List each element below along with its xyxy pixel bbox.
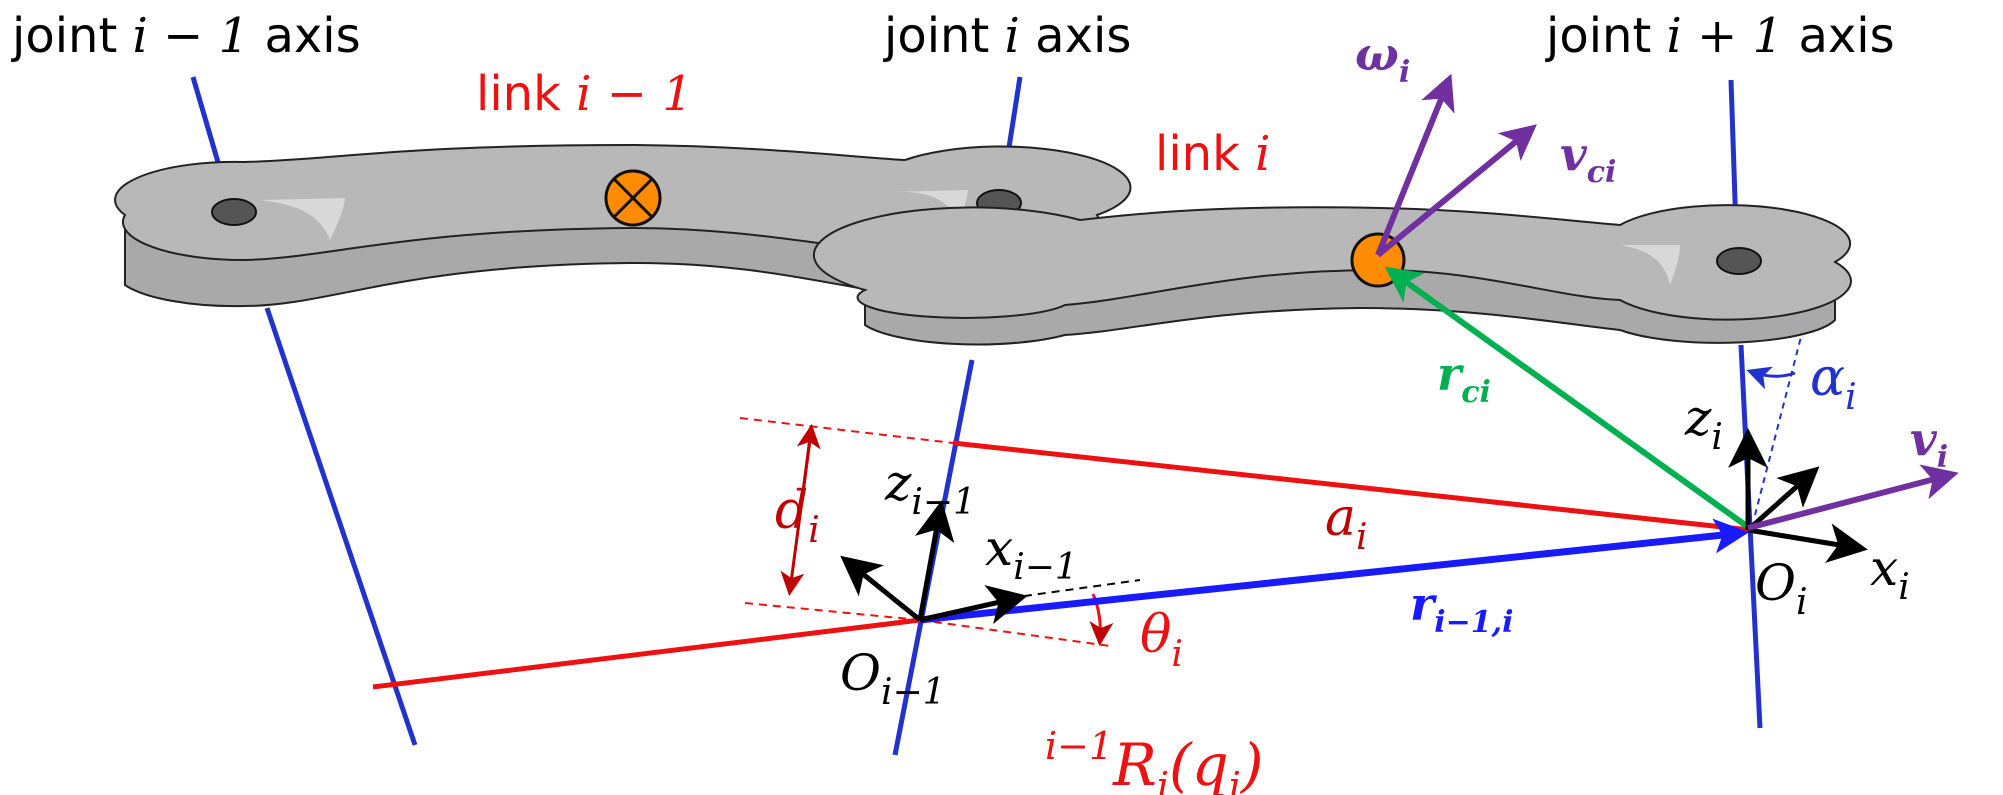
r-prev-vector (919, 518, 1749, 624)
d-ref-top (739, 417, 954, 444)
alpha-label: αi (1810, 348, 1857, 418)
com-prev-marker (604, 169, 662, 227)
x-i-axis (1747, 523, 1868, 563)
joint-curr-label: joint i axis (883, 8, 1131, 64)
z-i-label: zi (1684, 389, 1723, 458)
joint-prev-axis-lower (264, 307, 418, 746)
y-prev-axis (840, 555, 922, 622)
x-i-label: xi (1870, 539, 1910, 608)
y-i-axis (1746, 466, 1820, 532)
link-curr-body (812, 204, 1852, 346)
vi-label: vi (1910, 412, 1948, 475)
link-curr-label: link i (1155, 126, 1271, 182)
vci-label: vci (1560, 127, 1616, 190)
o-i-label: Oi (1755, 554, 1808, 623)
vi-vector (1747, 464, 1959, 531)
z-prev-axis (914, 500, 955, 621)
rci-vector (1384, 266, 1750, 530)
x-prev-label: xi−1 (985, 519, 1078, 588)
common-normal-curr (952, 440, 1751, 533)
joint-prev-label: joint i − 1 axis (11, 8, 361, 64)
d-label: di (775, 481, 820, 551)
joint-next-hole (1716, 247, 1762, 275)
joint-next-label: joint i + 1 axis (1545, 8, 1895, 64)
o-prev-label: Oi−1 (840, 644, 946, 713)
d-arrow-up (796, 424, 821, 516)
theta-ref-line (919, 619, 1111, 647)
d-ref-bottom (744, 602, 921, 621)
theta-arc (1089, 593, 1114, 646)
x-prev-ext-line (1009, 579, 1141, 599)
alpha-arc (1746, 366, 1796, 390)
common-normal-prev (372, 617, 921, 690)
joint-next-axis-lower (1738, 344, 1763, 729)
link-prev-label: link i − 1 (476, 66, 693, 122)
omega-vector (1375, 73, 1455, 257)
theta-label: θi (1140, 605, 1183, 675)
z-prev-label: zi−1 (884, 454, 976, 523)
joint-prev-hole (211, 198, 257, 226)
r-prev-label: ri−1,i (1410, 577, 1514, 640)
a-label: ai (1325, 488, 1368, 558)
vci-vector (1376, 124, 1537, 258)
x-prev-axis (919, 585, 1028, 625)
rotation-label: i−1Ri(qi) (1045, 724, 1264, 795)
alpha-ref-line (1754, 332, 1803, 516)
omega-label: ωi (1355, 27, 1410, 90)
rci-label: rci (1437, 347, 1491, 410)
